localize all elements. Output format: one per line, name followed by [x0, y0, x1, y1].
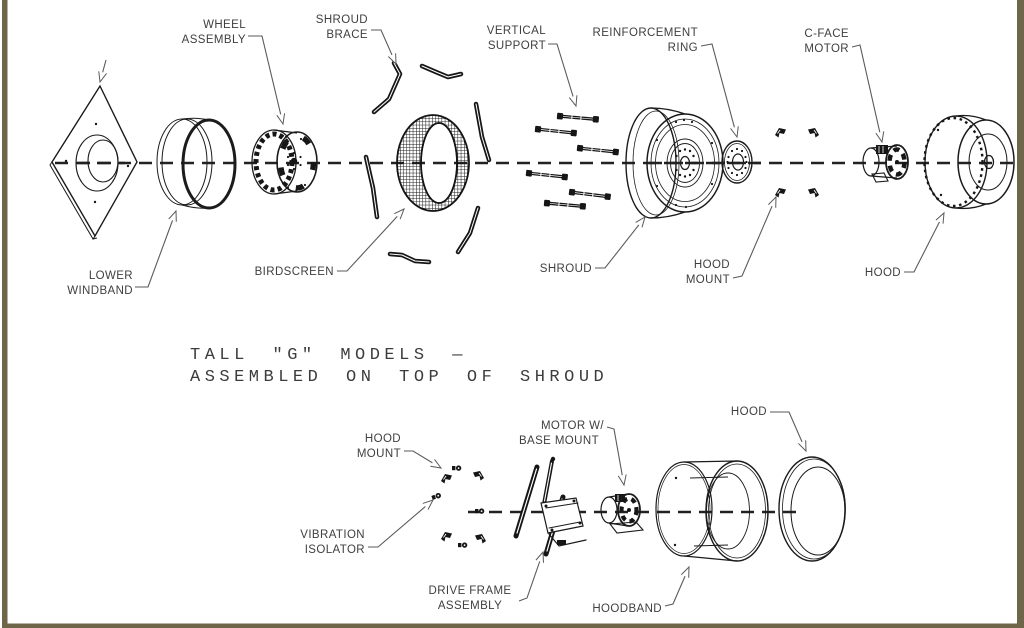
lower-windband-label: LOWER — [89, 270, 133, 282]
motor-base-mount-leader — [606, 426, 627, 487]
bottom-exploded-view: HOOD MOUNT MOTOR W/ BASE MOUNT HOOD VIBR… — [300, 406, 846, 615]
shroud-brace — [371, 60, 403, 115]
shroud-brace-label: SHROUD — [316, 14, 368, 26]
birdscreen-label: BIRDSCREEN — [255, 266, 334, 278]
wheel-assembly-leader — [248, 35, 286, 126]
vertical-support-leader — [548, 43, 578, 108]
drive-frame-label: ASSEMBLY — [438, 600, 502, 612]
hood-mount-clip — [472, 470, 485, 481]
motor-base-mount-label: BASE MOUNT — [519, 435, 599, 447]
hood-label: HOOD — [865, 267, 901, 279]
wheel-assembly-label: ASSEMBLY — [182, 34, 246, 46]
shroud-label: SHROUD — [540, 263, 592, 275]
wheel-assembly-label: WHEEL — [203, 19, 246, 31]
hood-mount-clip — [774, 187, 787, 198]
hoodband-leader — [664, 565, 690, 607]
shroud-brace-label: BRACE — [326, 29, 368, 41]
motor-base-mount-label: MOTOR W/ — [541, 420, 604, 432]
vibration-isolator-leader — [368, 499, 435, 548]
shroud-brace-leader — [371, 29, 397, 66]
vertical-support — [575, 143, 621, 158]
top-labels: WHEEL ASSEMBLY SHROUD BRACE VERTICAL SUP… — [67, 14, 901, 297]
motor-w-base-mount — [600, 493, 645, 534]
vertical-supports — [524, 111, 621, 212]
left-border — [2, 0, 8, 628]
reinforcement-ring-leader — [700, 43, 739, 139]
ring-bolts — [726, 147, 748, 177]
vibration-isolator-label: ISOLATOR — [305, 544, 365, 556]
panel-corner-arrow — [98, 59, 107, 84]
lower-windband-leader — [135, 209, 177, 288]
vertical-support — [524, 168, 570, 183]
bottom-labels: HOOD MOUNT MOTOR W/ BASE MOUNT HOOD VIBR… — [300, 406, 767, 615]
drive-frame-leader — [518, 550, 544, 602]
lower-windband-label: WINDBAND — [67, 285, 133, 297]
wheel-assembly — [251, 129, 318, 195]
section-heading: TALL "G" MODELS — ASSEMBLED ON TOP OF SH… — [190, 346, 608, 387]
c-face-motor-label: MOTOR — [804, 43, 849, 55]
c-face-motor — [862, 144, 909, 183]
hood-mount-clip — [774, 127, 787, 138]
vibration-isolator-bolt — [458, 542, 468, 548]
vertical-support-label: SUPPORT — [488, 40, 546, 52]
vertical-support-label: VERTICAL — [487, 25, 546, 37]
hoodband-label: HOODBAND — [592, 603, 662, 615]
shroud-brace — [419, 63, 464, 80]
vibration-isolator-label: VIBRATION — [300, 529, 365, 541]
hood-mount-clip — [807, 127, 820, 138]
hood-mount-label: MOUNT — [686, 274, 730, 286]
motor-foot — [871, 172, 889, 183]
reinforcement-ring-label: REINFORCEMENT — [592, 27, 698, 39]
hood-mount-clip — [440, 531, 453, 542]
hood-bottom — [778, 456, 846, 562]
hood-mount-leader — [404, 450, 443, 469]
hood-mount-label: HOOD — [694, 259, 730, 271]
vibration-isolator-bolt — [431, 492, 442, 501]
heading-line-1: TALL "G" MODELS — — [190, 346, 467, 365]
lower-windband — [156, 117, 237, 210]
vertical-support — [533, 124, 579, 139]
top-leaders — [135, 29, 945, 288]
hood-leader — [904, 211, 945, 273]
right-border — [1017, 0, 1024, 628]
hood-label: HOOD — [731, 406, 767, 418]
shroud-brace — [473, 101, 492, 163]
top-exploded-view: WHEEL ASSEMBLY SHROUD BRACE VERTICAL SUP… — [49, 14, 1015, 297]
motor-junction-box — [876, 145, 888, 154]
heading-line-2: ASSEMBLED ON TOP OF SHROUD — [190, 368, 608, 387]
hood-mount-clip — [440, 473, 453, 484]
mount-hardware-cluster — [431, 465, 487, 548]
hood-mount-clip — [807, 187, 820, 198]
birdscreen-leader — [337, 208, 405, 272]
shroud-face-fasteners — [655, 118, 714, 209]
hood-mount-clip — [474, 533, 487, 544]
c-face-motor-label: C-FACE — [804, 28, 849, 40]
reinforcement-ring-label: RING — [668, 42, 698, 54]
hood-mount-label: HOOD — [365, 433, 401, 445]
shroud-braces — [363, 60, 492, 265]
vertical-support — [567, 187, 613, 202]
square-mounting-panel — [49, 59, 138, 240]
shroud-brace — [387, 251, 432, 265]
hood-mount-label: MOUNT — [357, 448, 401, 460]
shroud-brace — [363, 154, 380, 220]
hood-leader — [770, 411, 807, 453]
drive-frame-label: DRIVE FRAME — [429, 585, 512, 597]
birdscreen — [396, 114, 470, 212]
vertical-support — [542, 198, 588, 212]
bottom-border — [2, 623, 1024, 628]
drive-frame-assembly — [513, 456, 587, 557]
hoodband — [655, 460, 769, 562]
vibration-isolator-bolt — [452, 465, 462, 471]
hood — [923, 114, 1015, 210]
shroud-leader — [595, 215, 646, 269]
shroud-brace — [455, 205, 481, 255]
c-face-motor-leader — [851, 44, 885, 144]
vertical-support — [555, 111, 601, 125]
motor-base — [608, 521, 645, 534]
bottom-leaders — [368, 411, 807, 607]
hood-mount-leader — [732, 195, 777, 279]
